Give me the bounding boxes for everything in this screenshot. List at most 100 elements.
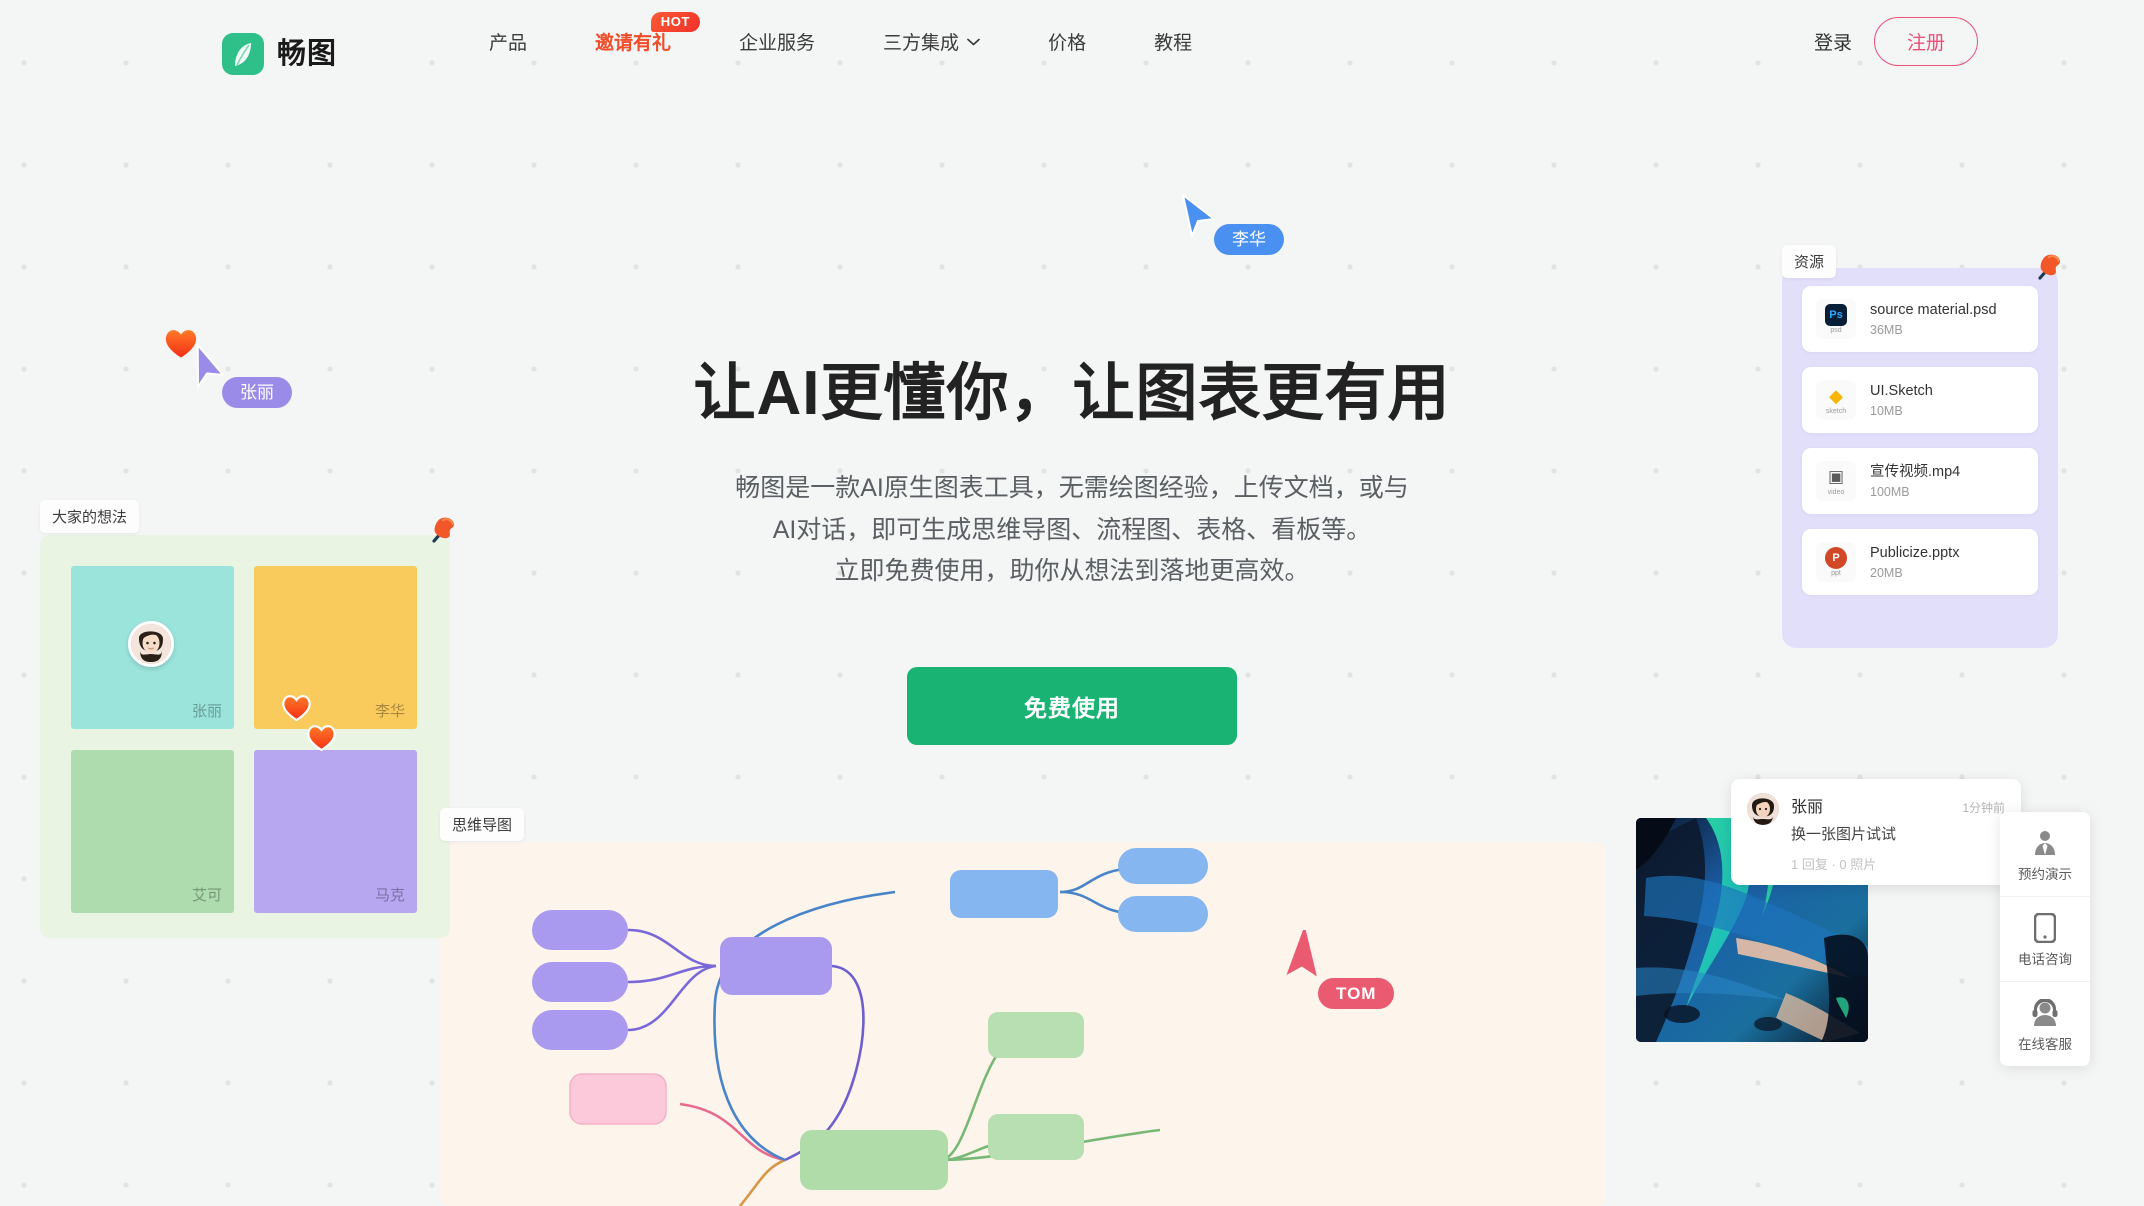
ppt-file-icon: P ppt	[1816, 542, 1856, 582]
comment-timestamp: 1分钟前	[1962, 801, 2005, 815]
primary-nav: 产品 邀请有礼 HOT 企业服务 三方集成 价格 教程	[455, 0, 1226, 82]
sticky-author: 李华	[374, 703, 405, 720]
signup-button[interactable]: 注册	[1873, 16, 1978, 66]
sticky-author: 艾可	[191, 887, 222, 904]
file-glyph: Ps	[1825, 304, 1847, 326]
nav-label: 教程	[1154, 32, 1193, 54]
comment-body: 张丽 1分钟前 换一张图片试试	[1791, 793, 2005, 844]
resource-item[interactable]: ◆ sketch UI.Sketch 10MB	[1802, 367, 2038, 433]
hero-subtitle-line: 畅图是一款AI原生图表工具，无需绘图经验，上传文档，或与	[735, 474, 1409, 502]
cursor-arrow-icon	[1285, 925, 1333, 991]
file-ext: psd	[1830, 327, 1842, 334]
nav-label: 三方集成	[883, 32, 960, 54]
file-ext: ppt	[1831, 570, 1841, 577]
sidebar-item-book-demo[interactable]: 预约演示	[2000, 812, 2090, 897]
sticky-author: 马克	[374, 887, 405, 904]
resource-meta: 宣传视频.mp4 100MB	[1870, 463, 1960, 498]
nav-item-product[interactable]: 产品	[455, 0, 561, 82]
heart-icon	[280, 690, 313, 723]
resource-meta: Publicize.pptx 20MB	[1870, 544, 1959, 579]
floating-support-sidebar: 预约演示 电话咨询 在线客服	[2000, 812, 2090, 1066]
sticky-note[interactable]: 李华	[254, 566, 417, 729]
login-link[interactable]: 登录	[1813, 32, 1852, 54]
free-trial-button[interactable]: 免费使用	[907, 667, 1237, 745]
avatar	[128, 621, 174, 667]
hero-subtitle-line: 立即免费使用，助你从想法到落地更高效。	[834, 557, 1310, 585]
sticky-author: 张丽	[191, 703, 222, 720]
sidebar-item-phone-consult[interactable]: 电话咨询	[2000, 897, 2090, 982]
cta-container: 免费使用	[0, 667, 2144, 745]
sticky-note[interactable]: 马克	[254, 750, 417, 913]
site-header: 畅图 产品 邀请有礼 HOT 企业服务 三方集成 价格	[0, 0, 2144, 82]
pushpin-icon	[424, 513, 458, 554]
mindmap-chip-label: 思维导图	[440, 808, 525, 841]
nav-label: 企业服务	[739, 32, 816, 54]
cursor-label: 张丽	[222, 377, 292, 408]
person-tie-icon	[2000, 828, 2090, 858]
video-file-icon: ▣ video	[1816, 461, 1856, 501]
cursor-label: 李华	[1214, 224, 1284, 255]
resource-size: 10MB	[1870, 403, 1903, 418]
file-ext: video	[1827, 489, 1845, 496]
hero-subtitle: 畅图是一款AI原生图表工具，无需绘图经验，上传文档，或与 AI对话，即可生成思维…	[612, 468, 1532, 593]
comment-card[interactable]: 张丽 1分钟前 换一张图片试试 1 回复 · 0 照片	[1731, 779, 2021, 885]
sticky-note[interactable]: 艾可	[71, 750, 234, 913]
nav-item-pricing[interactable]: 价格	[1014, 0, 1120, 82]
heart-icon	[162, 323, 200, 366]
cursor-arrow-icon	[1180, 192, 1220, 245]
nav-label: 价格	[1048, 32, 1087, 54]
logo-text: 畅图	[277, 37, 338, 70]
kanban-panel[interactable]: 张丽 李华 艾可 马克	[40, 535, 450, 938]
logo[interactable]: 畅图	[222, 33, 337, 75]
resource-size: 20MB	[1870, 565, 1903, 580]
chevron-down-icon	[967, 30, 980, 52]
leaf-icon	[222, 33, 264, 75]
sidebar-item-online-service[interactable]: 在线客服	[2000, 982, 2090, 1066]
resource-meta: source material.psd 36MB	[1870, 301, 1997, 336]
resource-name: source material.psd	[1870, 302, 1997, 319]
resource-name: 宣传视频.mp4	[1870, 464, 1961, 481]
cursor-label: TOM	[1318, 978, 1395, 1009]
sidebar-item-label: 在线客服	[2018, 1037, 2072, 1052]
heart-icon	[305, 720, 338, 753]
nav-item-enterprise[interactable]: 企业服务	[705, 0, 849, 82]
file-glyph: ▣	[1827, 467, 1845, 486]
nav-label: 邀请有礼	[595, 32, 672, 54]
auth-actions: 登录 注册	[1814, 0, 2144, 82]
resource-size: 36MB	[1870, 322, 1903, 337]
kanban-chip-label: 大家的想法	[40, 500, 140, 533]
resource-item[interactable]: Ps psd source material.psd 36MB	[1802, 286, 2038, 352]
resource-item[interactable]: ▣ video 宣传视频.mp4 100MB	[1802, 448, 2038, 514]
nav-item-tutorial[interactable]: 教程	[1120, 0, 1226, 82]
resource-name: UI.Sketch	[1870, 383, 1933, 400]
mindmap-panel[interactable]	[440, 842, 1606, 1206]
file-glyph: ◆	[1829, 385, 1843, 406]
sticky-note[interactable]: 张丽	[71, 566, 234, 729]
hot-badge: HOT	[650, 12, 701, 32]
resource-item[interactable]: P ppt Publicize.pptx 20MB	[1802, 529, 2038, 595]
comment-author: 张丽	[1791, 799, 1824, 816]
avatar	[1747, 793, 1779, 825]
comment-head: 张丽 1分钟前 换一张图片试试	[1747, 793, 2005, 844]
resource-meta: UI.Sketch 10MB	[1870, 382, 1933, 417]
headset-support-icon	[2000, 998, 2090, 1028]
nav-item-invite[interactable]: 邀请有礼 HOT	[561, 0, 705, 82]
nav-item-integrations[interactable]: 三方集成	[849, 0, 1014, 82]
comment-stats: 1 回复 · 0 照片	[1791, 857, 1877, 872]
hero-subtitle-line: AI对话，即可生成思维导图、流程图、表格、看板等。	[772, 515, 1372, 544]
psd-file-icon: Ps psd	[1816, 299, 1856, 339]
sidebar-item-label: 预约演示	[2018, 867, 2072, 882]
mindmap-canvas	[532, 848, 1208, 1206]
resource-name: Publicize.pptx	[1870, 545, 1960, 562]
cursor-arrow-icon	[190, 343, 230, 398]
sketch-file-icon: ◆ sketch	[1816, 380, 1856, 420]
resource-size: 100MB	[1870, 484, 1910, 499]
comment-text: 换一张图片试试	[1791, 826, 1897, 843]
pushpin-icon	[2030, 250, 2064, 291]
resources-panel[interactable]: Ps psd source material.psd 36MB ◆ sketch…	[1782, 268, 2058, 648]
file-glyph: P	[1825, 547, 1847, 569]
mobile-phone-icon	[2000, 913, 2090, 943]
nav-label: 产品	[489, 32, 528, 54]
file-ext: sketch	[1825, 408, 1847, 415]
